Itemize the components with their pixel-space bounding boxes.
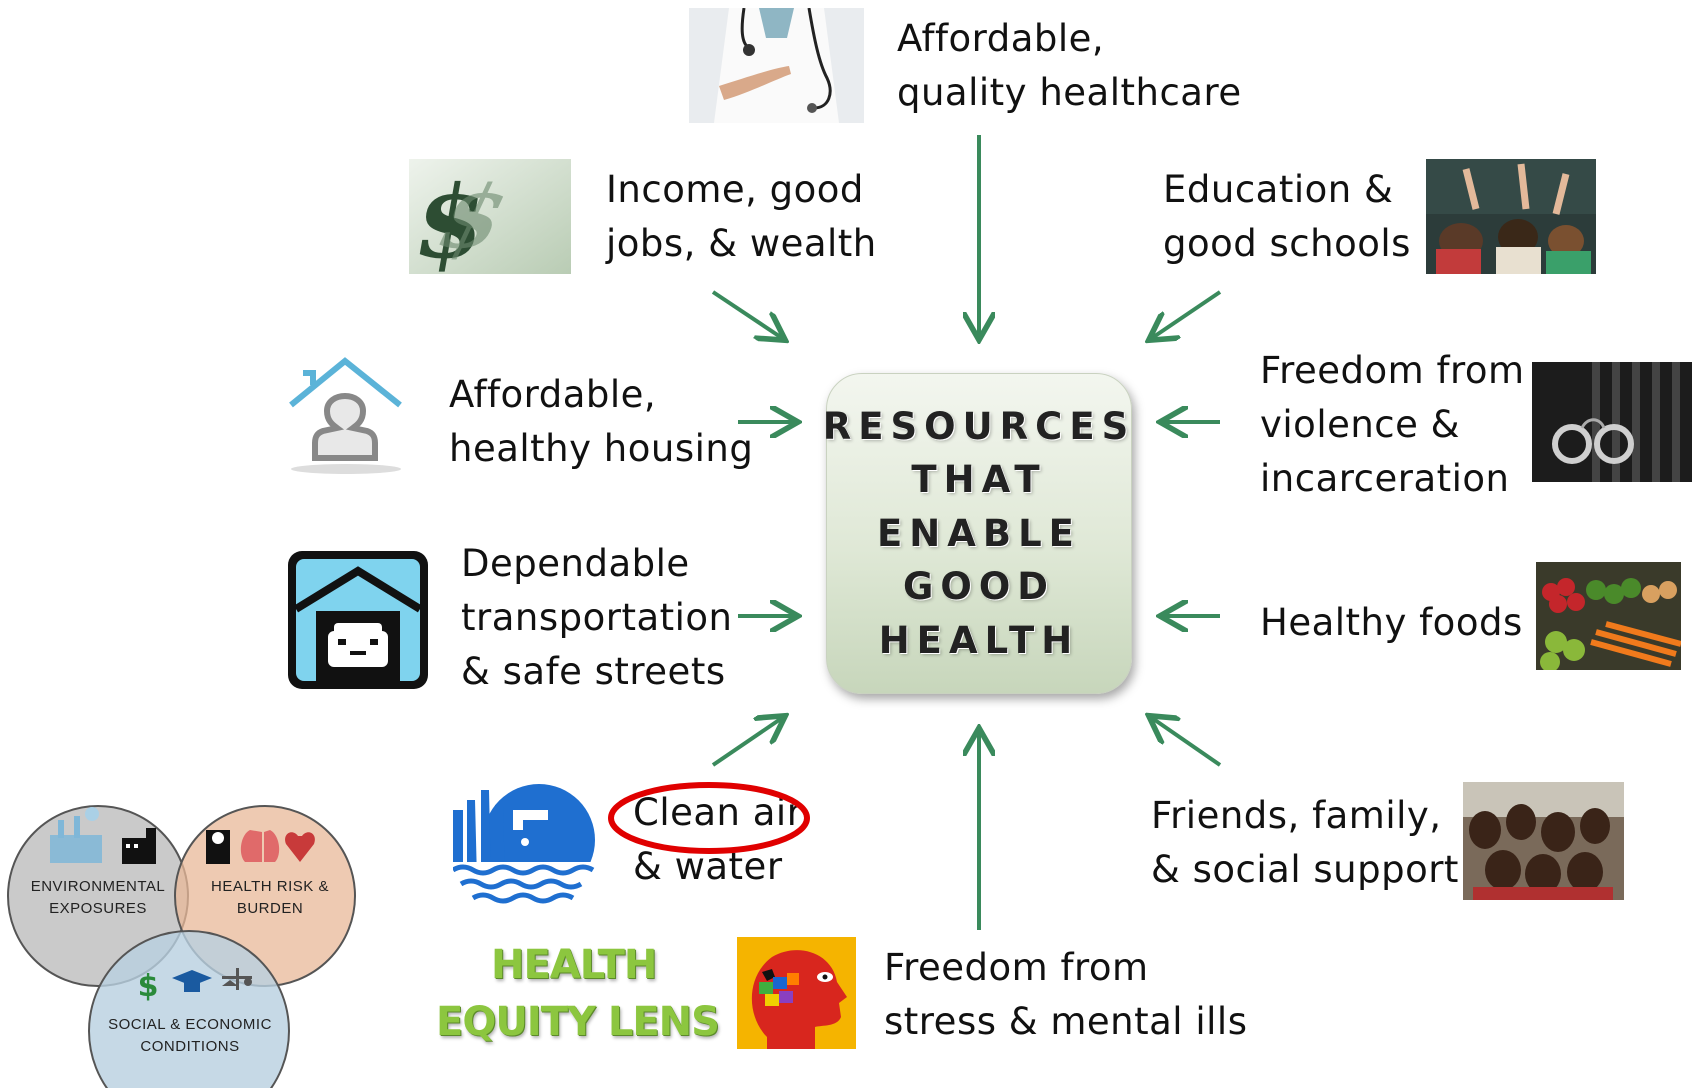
label-friends: Friends, family, & social support <box>1151 789 1459 897</box>
label-education: Education & good schools <box>1163 163 1411 271</box>
label-friends-line-1: Friends, family, <box>1151 794 1442 837</box>
label-transportation-line-3: & safe streets <box>461 650 726 693</box>
arrow-air-water <box>711 718 782 767</box>
lens-title-line-1: HEALTH <box>491 942 657 988</box>
center-resources-box: RESOURCES THAT ENABLE GOOD HEALTH <box>822 373 1136 694</box>
garage-car-icon <box>288 551 428 689</box>
label-income-line-2: jobs, & wealth <box>606 222 877 265</box>
label-stress-line-2: stress & mental ills <box>884 1000 1248 1043</box>
dollar-sign-image: $ $ <box>409 159 571 274</box>
arrow-income <box>711 290 782 338</box>
label-education-line-1: Education & <box>1163 168 1394 211</box>
venn-label-social-1: SOCIAL & ECONOMIC <box>108 1016 272 1033</box>
classroom-hands-raised-image <box>1426 159 1596 274</box>
highlight-circle <box>608 782 810 854</box>
person-inhaler-icon <box>206 830 230 864</box>
venn-label-social-2: CONDITIONS <box>140 1038 239 1055</box>
label-housing: Affordable, healthy housing <box>449 368 753 476</box>
lungs-icon <box>240 830 280 862</box>
label-transportation-line-1: Dependable <box>461 542 690 585</box>
arrow-education <box>1152 290 1222 338</box>
label-violence-line-3: incarceration <box>1260 457 1510 500</box>
center-line-1: RESOURCES <box>822 404 1136 448</box>
head-puzzle-icon <box>737 937 856 1049</box>
factory-water-tap-icon <box>451 770 595 908</box>
center-line-3: ENABLE <box>877 511 1081 555</box>
label-foods: Healthy foods <box>1260 596 1523 650</box>
lens-title-line-2: EQUITY LENS <box>436 999 720 1045</box>
arrow-friends <box>1152 718 1222 767</box>
label-education-line-2: good schools <box>1163 222 1411 265</box>
factory-pollution-icon <box>50 807 102 863</box>
label-income-line-1: Income, good <box>606 168 864 211</box>
venn-label-health-risk-2: BURDEN <box>237 900 303 917</box>
dollar-icon: $ <box>138 969 159 1004</box>
venn-label-environmental-1: ENVIRONMENTAL <box>31 878 166 895</box>
label-stress-line-1: Freedom from <box>884 946 1149 989</box>
label-violence-line-2: violence & <box>1260 403 1461 446</box>
label-stress: Freedom from stress & mental ills <box>884 941 1247 1049</box>
label-housing-line-1: Affordable, <box>449 373 657 416</box>
label-violence-line-1: Freedom from <box>1260 349 1525 392</box>
handcuffs-jail-image <box>1532 362 1692 482</box>
label-healthcare-line-2: quality healthcare <box>897 71 1242 114</box>
graduation-cap-icon <box>172 970 212 992</box>
label-transportation-line-2: transportation <box>461 596 733 639</box>
group-of-friends-image <box>1463 782 1624 900</box>
label-air-water-line-1: Clean air <box>633 791 803 834</box>
label-foods-line-1: Healthy foods <box>1260 601 1523 644</box>
scales-icon <box>222 968 252 990</box>
label-healthcare: Affordable, quality healthcare <box>897 12 1242 120</box>
label-friends-line-2: & social support <box>1151 848 1459 891</box>
label-violence: Freedom from violence & incarceration <box>1260 344 1525 506</box>
center-line-2: THAT <box>911 458 1047 502</box>
venn-label-environmental-2: EXPOSURES <box>49 900 147 917</box>
label-income: Income, good jobs, & wealth <box>606 163 877 271</box>
center-line-4: GOOD <box>903 565 1055 609</box>
venn-label-health-risk-1: HEALTH RISK & <box>211 878 329 895</box>
venn-diagram: $ ENVIRONMENTAL EXPOSURES HEALTH RISK & … <box>7 805 356 1088</box>
doctor-stethoscope-image <box>689 8 864 123</box>
center-line-5: HEALTH <box>878 618 1080 662</box>
house-person-icon <box>283 353 408 478</box>
label-housing-line-2: healthy housing <box>449 427 754 470</box>
label-air-water: Clean air & water <box>633 786 802 894</box>
vegetables-market-image <box>1536 562 1681 670</box>
building-icon <box>122 828 156 864</box>
heart-icon <box>285 832 315 862</box>
label-transportation: Dependable transportation & safe streets <box>461 537 733 699</box>
label-healthcare-line-1: Affordable, <box>897 17 1105 60</box>
